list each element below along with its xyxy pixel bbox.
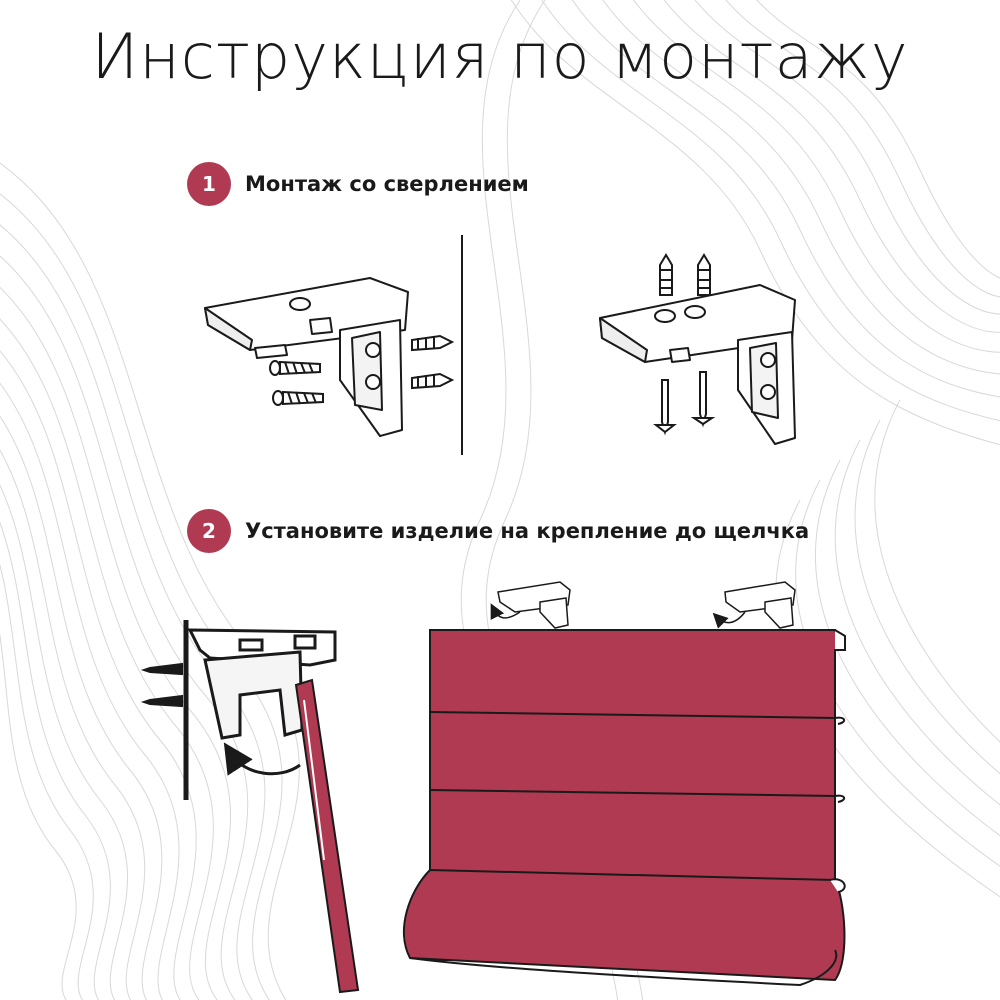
small-bracket-right [712, 581, 796, 629]
step-1-badge: 1 [187, 162, 231, 206]
step-2-badge: 2 [187, 509, 231, 553]
curtain-rail-side [294, 678, 360, 994]
step-2: 2 Установите изделие на крепление до щел… [187, 509, 809, 553]
screw-icon [269, 360, 324, 406]
screw-icon [140, 662, 183, 708]
bracket-icon [204, 277, 409, 437]
step-2-text: Установите изделие на крепление до щелчк… [245, 519, 810, 543]
small-bracket-left [490, 581, 571, 629]
dowel-icon [659, 253, 711, 296]
step-1-text: Монтаж со сверлением [245, 172, 529, 196]
wall-mount-side-view [183, 620, 337, 800]
page-title: Инструкция по монтажу [91, 20, 909, 93]
roman-blind-icon [402, 629, 846, 987]
screw-icon [653, 371, 716, 436]
step-1: 1 Монтаж со сверлением [187, 162, 529, 206]
bracket-icon [599, 284, 796, 445]
curved-arrow-icon [223, 742, 301, 776]
dowel-icon [411, 334, 455, 390]
